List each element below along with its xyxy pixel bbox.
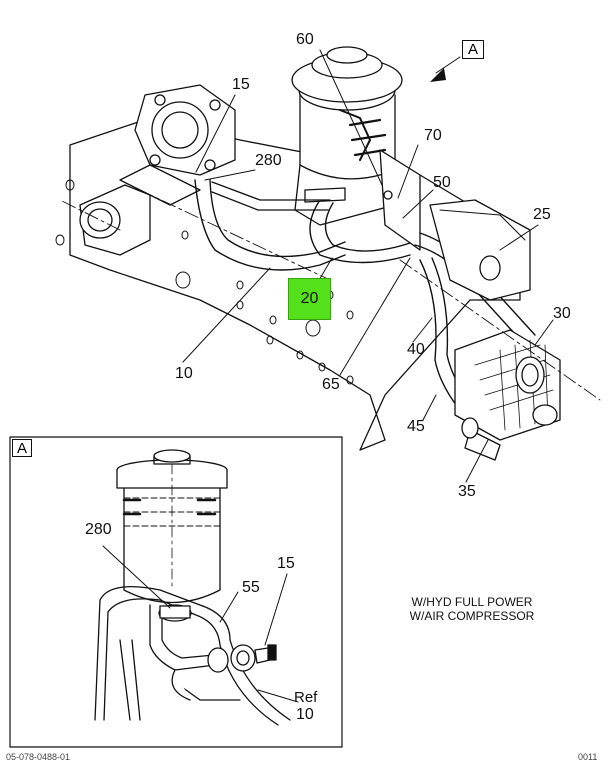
bracket-holes [55,179,354,385]
callout-40: 40 [407,341,425,358]
inset-fittings [158,604,277,701]
inset-frame [9,436,343,748]
hose-clamp [304,187,346,203]
inset-callout-15: 15 [277,555,295,572]
pump-body [429,199,531,301]
callout-280: 280 [255,152,282,169]
callout-15: 15 [232,76,250,93]
air-compressor [454,329,561,461]
callout-45: 45 [407,418,425,435]
note-line-1: W/HYD FULL POWER [411,595,533,609]
callout-60: 60 [296,31,314,48]
inset-label-a: A [12,439,32,457]
callout-25: 25 [533,206,551,223]
inset-callout-280: 280 [85,521,112,538]
callout-30: 30 [553,305,571,322]
note-line-2: W/AIR COMPRESSOR [409,609,535,623]
steering-gear [79,84,236,256]
callout-20-highlight[interactable]: 20 [288,278,331,320]
callout-70: 70 [424,127,442,144]
view-marker-a: A [462,40,484,59]
inset-reservoir [116,449,228,604]
inset-ref-number: 10 [296,706,314,723]
callout-10: 10 [175,365,193,382]
tube-line [211,181,331,211]
callout-20: 20 [300,290,319,307]
drawing-number: 05-078-0488-01 [6,752,71,761]
reservoir-bracket [379,149,421,251]
inset-callout-55: 55 [242,579,260,596]
callout-35: 35 [458,483,476,500]
configuration-note: W/HYD FULL POWER W/AIR COMPRESSOR [392,595,552,623]
callout-65: 65 [322,376,340,393]
callout-50: 50 [433,174,451,191]
inset-ref-label: Ref [294,689,318,706]
hose-20 [309,199,411,264]
hose-10 [194,179,346,271]
page-code: 0011 [578,752,598,761]
view-arrow-icon [430,68,446,82]
